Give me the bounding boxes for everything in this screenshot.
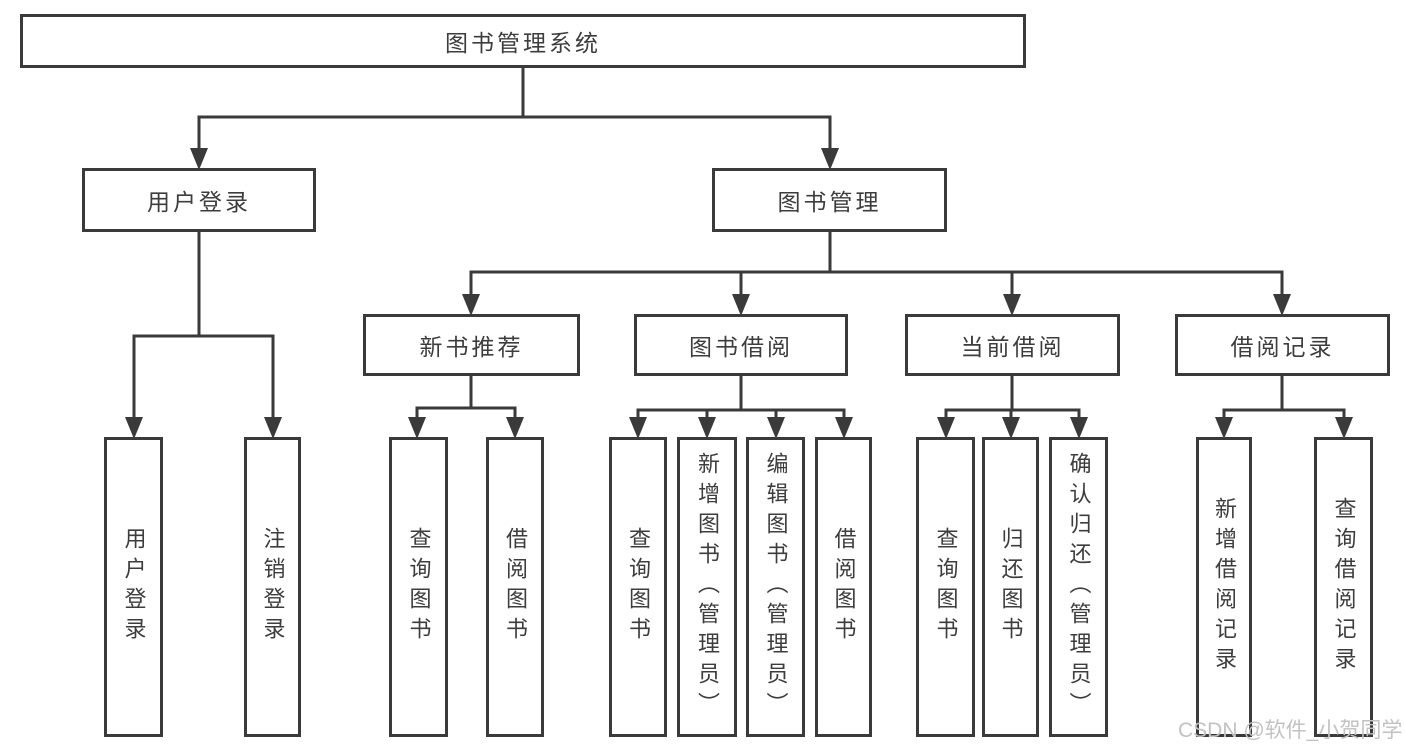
leaf-return-book: 归还图书	[982, 437, 1039, 737]
leaf-add-book-admin: 新增图书（管理员）	[677, 437, 737, 737]
node-current-borrow: 当前借阅	[905, 314, 1120, 376]
node-book-borrow: 图书借阅	[634, 314, 848, 376]
leaf-query-books-current: 查询图书	[916, 437, 975, 737]
leaf-user-login: 用户登录	[104, 437, 163, 737]
csdn-watermark: CSDN @软件_小贺同学	[1178, 719, 1403, 742]
leaf-add-borrow-record: 新增借阅记录	[1196, 437, 1252, 737]
leaf-confirm-return-admin: 确认归还（管理员）	[1049, 437, 1108, 737]
leaf-edit-book-admin: 编辑图书（管理员）	[746, 437, 805, 737]
leaf-borrow-books: 借阅图书	[815, 437, 872, 737]
node-borrow-records: 借阅记录	[1175, 314, 1390, 376]
leaf-query-books-recommend: 查询图书	[389, 437, 448, 737]
node-book-management: 图书管理	[712, 168, 947, 232]
node-library-management-system: 图书管理系统	[20, 14, 1026, 68]
leaf-borrow-books-recommend: 借阅图书	[486, 437, 544, 737]
node-new-book-recommend: 新书推荐	[363, 314, 580, 376]
leaf-logout: 注销登录	[244, 437, 301, 737]
node-user-login: 用户登录	[82, 168, 316, 232]
leaf-query-borrow-record: 查询借阅记录	[1314, 437, 1373, 737]
leaf-query-books-borrow: 查询图书	[609, 437, 667, 737]
